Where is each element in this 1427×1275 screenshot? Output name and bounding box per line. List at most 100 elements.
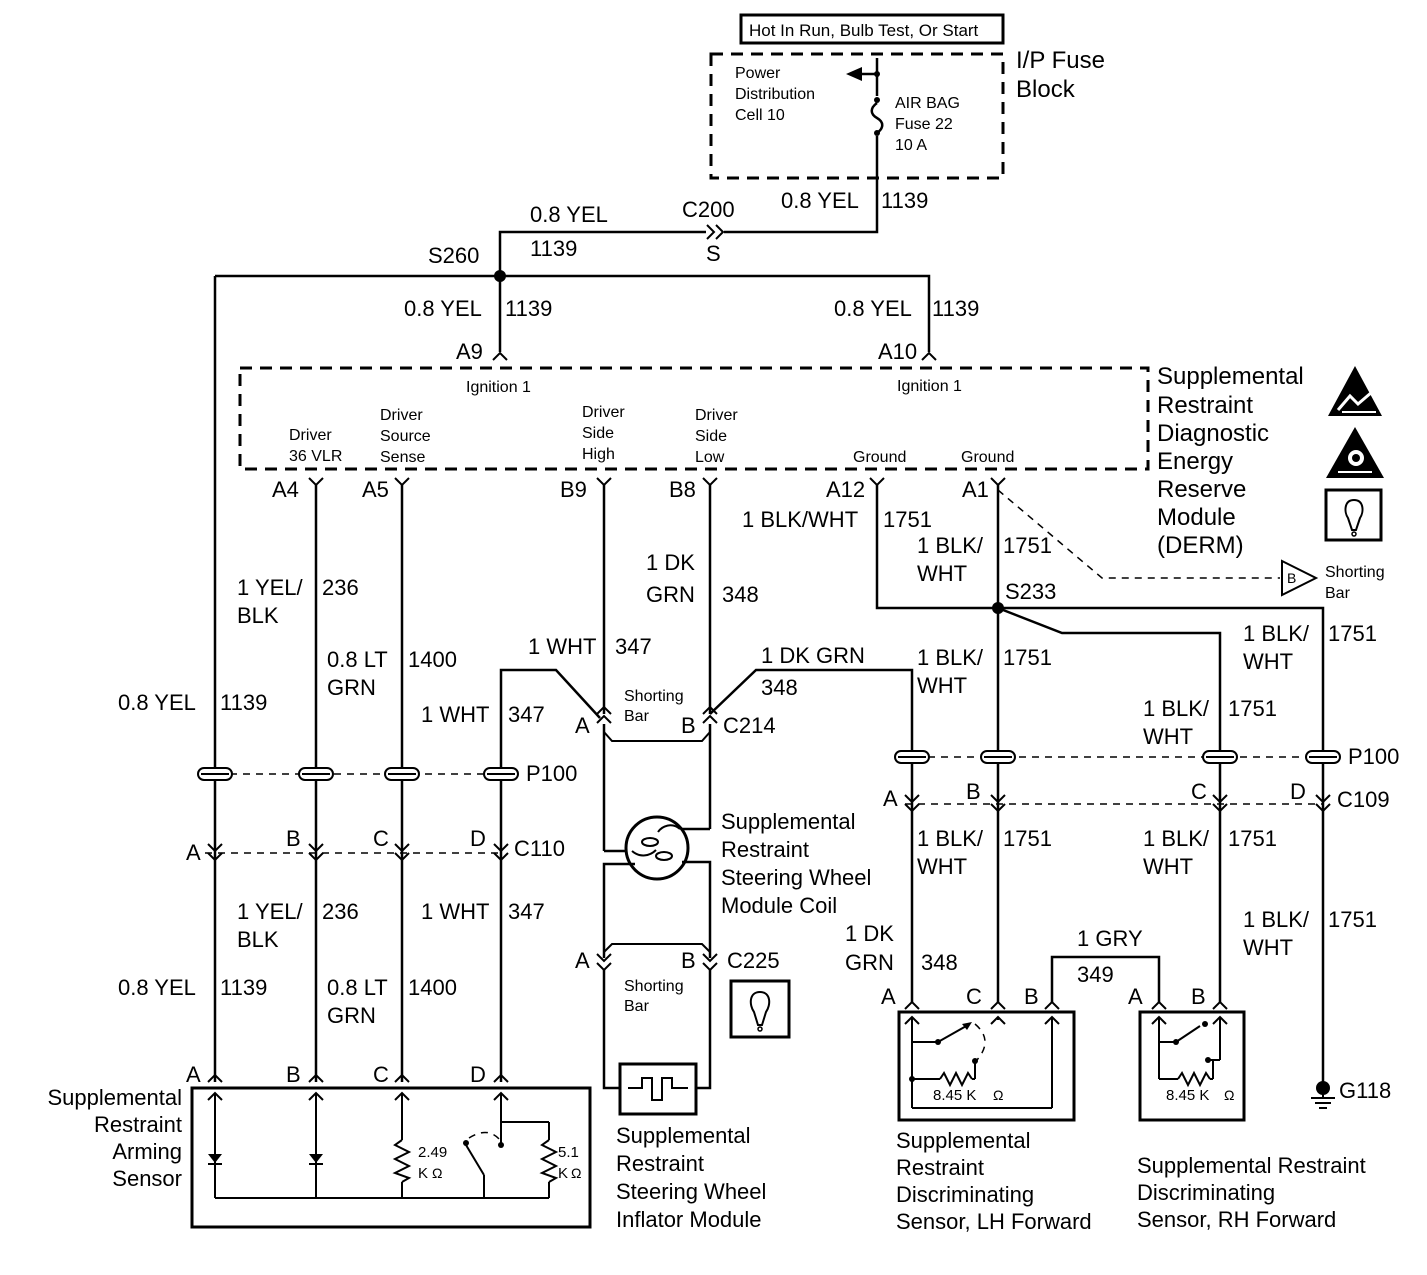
circuit-number-label: 1400 xyxy=(408,647,457,672)
airbag-warning-icon xyxy=(1326,427,1384,478)
pin-label: D xyxy=(470,1062,486,1087)
coil-name: Module Coil xyxy=(721,893,837,918)
derm-terminal-label: Side xyxy=(582,425,614,442)
inflator-name: Steering Wheel xyxy=(616,1179,766,1204)
pin-label: A10 xyxy=(878,339,917,364)
coil-out-wire xyxy=(602,862,635,958)
wire-color-label: WHT xyxy=(917,854,967,879)
connector-label: C225 xyxy=(727,948,780,973)
pin-label: A5 xyxy=(362,477,389,502)
arming-sensor-box xyxy=(190,1086,592,1229)
wire-color-label: BLK xyxy=(237,927,279,952)
pin-label: A xyxy=(1128,984,1143,1009)
wire-color-label: BLK xyxy=(237,603,279,628)
ground-wire-1751 xyxy=(997,606,1222,1002)
circuit-number-label: 349 xyxy=(1077,962,1114,987)
pin-label: D xyxy=(470,826,486,851)
wire-color-label: 0.8 YEL xyxy=(118,690,196,715)
rh-sensor-name: Supplemental Restraint xyxy=(1137,1153,1366,1178)
pin-a9-connector-icon xyxy=(492,351,508,361)
connector-label: C110 xyxy=(514,836,565,861)
derm-terminal-label: 36 VLR xyxy=(289,448,342,465)
derm-terminal-label: High xyxy=(582,446,615,463)
resistor-value: K xyxy=(418,1165,428,1182)
wire-color-label: 1 WHT xyxy=(528,634,596,659)
pin-label: B9 xyxy=(560,477,587,502)
derm-terminal-label: Ground xyxy=(853,449,906,466)
derm-terminal-label: Driver xyxy=(695,407,738,424)
fuse-block-name: Block xyxy=(1016,76,1076,103)
derm-terminal-label: Ignition 1 xyxy=(897,378,962,395)
ignition-bus-wire xyxy=(215,274,931,352)
pin-label: B xyxy=(286,1062,301,1087)
derm-name: Module xyxy=(1157,504,1236,531)
c225-connector-icon xyxy=(596,953,718,972)
resistor-icon xyxy=(392,1139,559,1183)
wire-color-label: 1 BLK/WHT xyxy=(742,507,858,532)
pin-label: A xyxy=(575,713,590,738)
bus-bar-arrow-icon xyxy=(846,58,880,96)
derm-name: Energy xyxy=(1157,448,1233,475)
arming-sensor-name: Sensor xyxy=(112,1166,182,1191)
rh-sensor-name: Discriminating xyxy=(1137,1180,1275,1205)
rh-sensor-circuit xyxy=(1151,1015,1228,1088)
inflator-name: Supplemental xyxy=(616,1123,751,1148)
ground-wire-1751 xyxy=(875,485,1325,1082)
derm-module-outline xyxy=(238,366,1150,471)
coil-name: Supplemental xyxy=(721,809,856,834)
derm-terminal-label: Sense xyxy=(380,449,425,466)
lh-sensor-circuit xyxy=(904,1015,1060,1109)
wire-color-label: WHT xyxy=(917,673,967,698)
circuit-number-label: 236 xyxy=(322,899,359,924)
wire-color-label: 0.8 YEL xyxy=(404,296,482,321)
wire-color-label: WHT xyxy=(1243,935,1293,960)
caution-bulb-icon xyxy=(1324,488,1383,542)
circuit-number-label: 1751 xyxy=(1328,907,1377,932)
fuse-label: Fuse 22 xyxy=(895,116,953,133)
pin-label: B xyxy=(681,948,696,973)
wire-color-label: WHT xyxy=(1143,854,1193,879)
pin-label: A xyxy=(881,984,896,1009)
coil-name: Restraint xyxy=(721,837,809,862)
wire-color-label: 1 DK GRN xyxy=(761,643,865,668)
coil-icon xyxy=(624,815,690,881)
diode-icon xyxy=(208,1154,323,1165)
arming-sensor-name: Restraint xyxy=(94,1112,182,1137)
ohm-symbol: Ω xyxy=(571,1165,581,1181)
pin-label: B xyxy=(966,779,981,804)
pin-label: C xyxy=(373,1062,389,1087)
shorting-bar-reference-line xyxy=(997,489,1280,579)
ohm-symbol: Ω xyxy=(432,1165,442,1181)
circuit-number-label: 1751 xyxy=(1228,826,1277,851)
pin-label: B xyxy=(1191,984,1206,1009)
shorting-bar-label: Shorting xyxy=(624,688,684,705)
fuse-label: 10 A xyxy=(895,137,927,154)
circuit-number-label: 1751 xyxy=(1328,621,1377,646)
derm-terminal-label: Source xyxy=(380,428,431,445)
coil-out-wire xyxy=(682,860,712,958)
derm-terminal-label: Driver xyxy=(582,404,625,421)
circuit-number-label: 1139 xyxy=(220,975,267,1000)
ground-label: G118 xyxy=(1339,1078,1391,1103)
circuit-number-label: 1751 xyxy=(1003,826,1052,851)
wire-color-label: 1 BLK/ xyxy=(1143,696,1210,721)
circuit-number-label: 1400 xyxy=(408,975,457,1000)
wire-color-label: 0.8 LT xyxy=(327,975,388,1000)
coil-name: Steering Wheel xyxy=(721,865,871,890)
wire-349 xyxy=(1050,955,1161,1002)
wire-color-label: 1 DK xyxy=(845,921,894,946)
circuit-number-label: 347 xyxy=(508,702,545,727)
wire-color-label: 1 BLK/ xyxy=(917,645,984,670)
shorting-bar-label: Bar xyxy=(624,998,650,1015)
fuse-block-name: I/P Fuse xyxy=(1016,47,1105,74)
wire-348 xyxy=(709,668,914,752)
wire-color-label: 0.8 YEL xyxy=(530,202,608,227)
circuit-number-label: 348 xyxy=(722,582,759,607)
ohm-symbol: Ω xyxy=(1224,1087,1234,1103)
wire-color-label: WHT xyxy=(917,561,967,586)
circuit-number-label: 1751 xyxy=(1228,696,1277,721)
wire-color-label: 1 BLK/ xyxy=(917,826,984,851)
derm-name: Supplemental xyxy=(1157,363,1304,390)
splice-label: S233 xyxy=(1005,579,1056,604)
